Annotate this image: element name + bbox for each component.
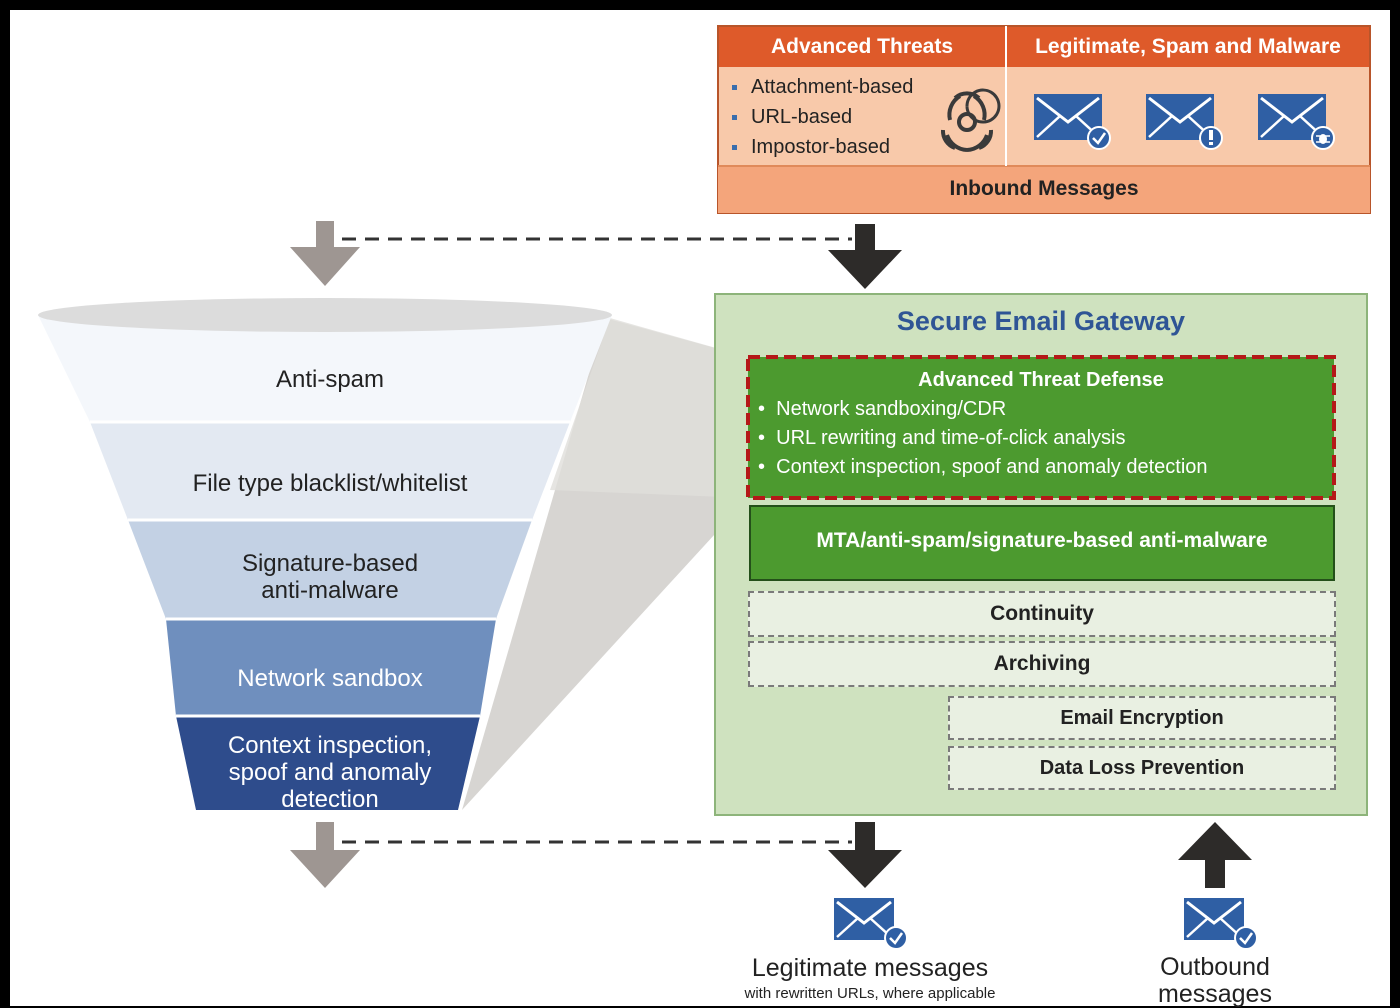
email-encryption-box: Email Encryption — [948, 696, 1336, 740]
atd-item: • Network sandboxing/CDR — [758, 398, 1007, 420]
atd-item: • Context inspection, spoof and anomaly … — [758, 456, 1208, 478]
archiving-box: Archiving — [748, 641, 1336, 687]
dlp-box: Data Loss Prevention — [948, 746, 1336, 790]
diagram-shapes — [38, 25, 1371, 950]
funnel-label-file-type: File type blacklist/whitelist — [192, 470, 468, 497]
dark-up-arrow-outbound — [1178, 822, 1252, 888]
biohazard-icon — [941, 88, 1001, 152]
funnel-label-anti-spam: Anti-spam — [275, 366, 385, 393]
legit-messages-label: Legitimate messages — [751, 954, 989, 982]
envelope-check-icon-legit — [834, 898, 908, 950]
dark-down-arrow-bottom — [828, 822, 902, 888]
atd-title: Advanced Threat Defense — [918, 369, 1164, 391]
funnel-layer-3 — [128, 520, 532, 619]
envelope-check-icon-1 — [1034, 94, 1111, 150]
inbound-messages-label: Inbound Messages — [949, 177, 1139, 200]
funnel-label-signature: Signature-based anti-malware — [241, 550, 419, 604]
threat-item: Impostor-based — [732, 132, 913, 162]
mta-label: MTA/anti-spam/signature-based anti-malwa… — [816, 529, 1268, 552]
threat-item: URL-based — [732, 102, 913, 132]
threat-list: Attachment-based URL-based Impostor-base… — [732, 72, 913, 162]
funnel-label-sandbox: Network sandbox — [237, 665, 423, 692]
envelope-check-icon-outbound — [1184, 898, 1258, 950]
funnel-layer-4 — [166, 619, 496, 716]
atd-item: • URL rewriting and time-of-click analys… — [758, 427, 1126, 449]
legit-messages-sublabel: with rewritten URLs, where applicable — [744, 985, 996, 1002]
funnel-label-context: Context inspection, spoof and anomaly de… — [227, 732, 433, 813]
outbound-messages-label: Outbound messages — [1158, 953, 1272, 1008]
atd-box — [746, 355, 1336, 500]
envelope-bug-icon — [1258, 94, 1335, 150]
grey-down-arrow-bottom — [290, 822, 360, 888]
advanced-threats-header: Advanced Threats — [719, 27, 1005, 67]
inbound-footer-bg — [718, 166, 1370, 213]
grey-down-arrow-top — [290, 221, 360, 286]
threat-item: Attachment-based — [732, 72, 913, 102]
funnel-layer-2 — [90, 422, 570, 520]
funnel-rim — [38, 298, 612, 332]
funnel-layer-5 — [176, 716, 480, 810]
mta-box — [749, 505, 1335, 581]
dark-down-arrow-top — [828, 224, 902, 289]
atd-list: • Network sandboxing/CDR • URL rewriting… — [758, 395, 1208, 482]
diagram-canvas: Advanced Threats Legitimate, Spam and Ma… — [10, 10, 1390, 1008]
funnel-layer-1 — [38, 302, 612, 422]
gateway-title: Secure Email Gateway — [896, 306, 1186, 336]
continuity-box: Continuity — [748, 591, 1336, 637]
envelope-alert-icon — [1146, 94, 1223, 150]
legit-spam-malware-header: Legitimate, Spam and Malware — [1007, 27, 1369, 67]
